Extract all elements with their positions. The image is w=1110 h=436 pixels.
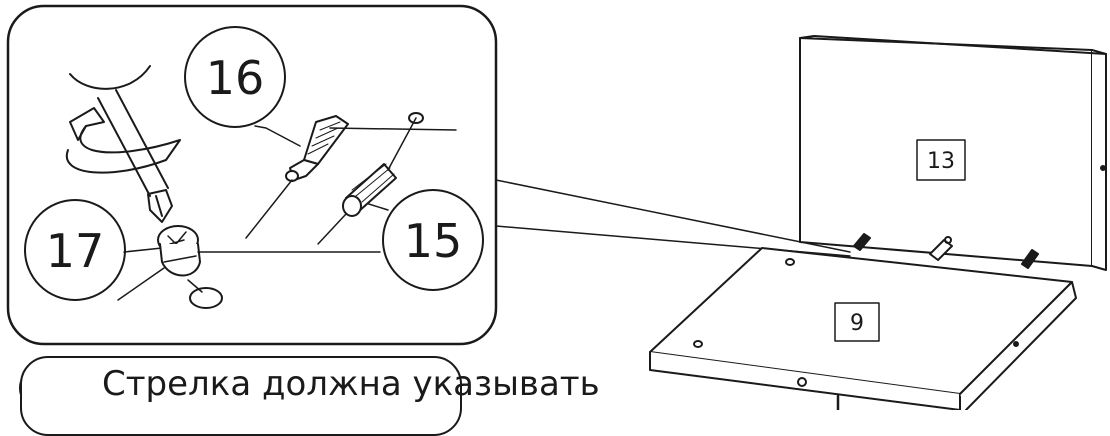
callout-17-circle [24,199,126,301]
back-panel-label: 13 [927,149,955,174]
cam-hole [189,287,223,309]
panel-screw-right [1021,249,1039,269]
zoom-line-top [495,179,851,253]
callout-16-label: 16 [206,51,265,105]
assembly-diagram: 16 17 15 13 9 [6,4,1107,410]
panel-dowel-middle [929,236,953,261]
bottom-panel-tag [834,302,880,342]
callout-15-circle [382,189,484,291]
leader-17 [123,247,163,253]
screwdriver-icon [69,65,173,223]
cam-lock-icon [117,225,381,309]
back-panel-tag [916,139,966,181]
instruction-note-text: Стрелка должна указывать [102,364,600,404]
bottom-panel-label: 9 [850,311,864,336]
leader-16 [254,125,301,147]
detail-frame [6,4,498,346]
connector-screw-icon [245,115,457,239]
wooden-dowel-icon [317,112,424,245]
callout-17-label: 17 [46,224,105,278]
rotate-arrow-icon [65,107,181,174]
bottom-panel [649,247,1077,410]
callout-15-label: 15 [404,214,463,268]
back-panel [799,35,1107,271]
callout-16-circle [184,26,286,128]
panel-screw-left [853,233,871,251]
instruction-note: Стрелка должна указывать [20,356,600,436]
